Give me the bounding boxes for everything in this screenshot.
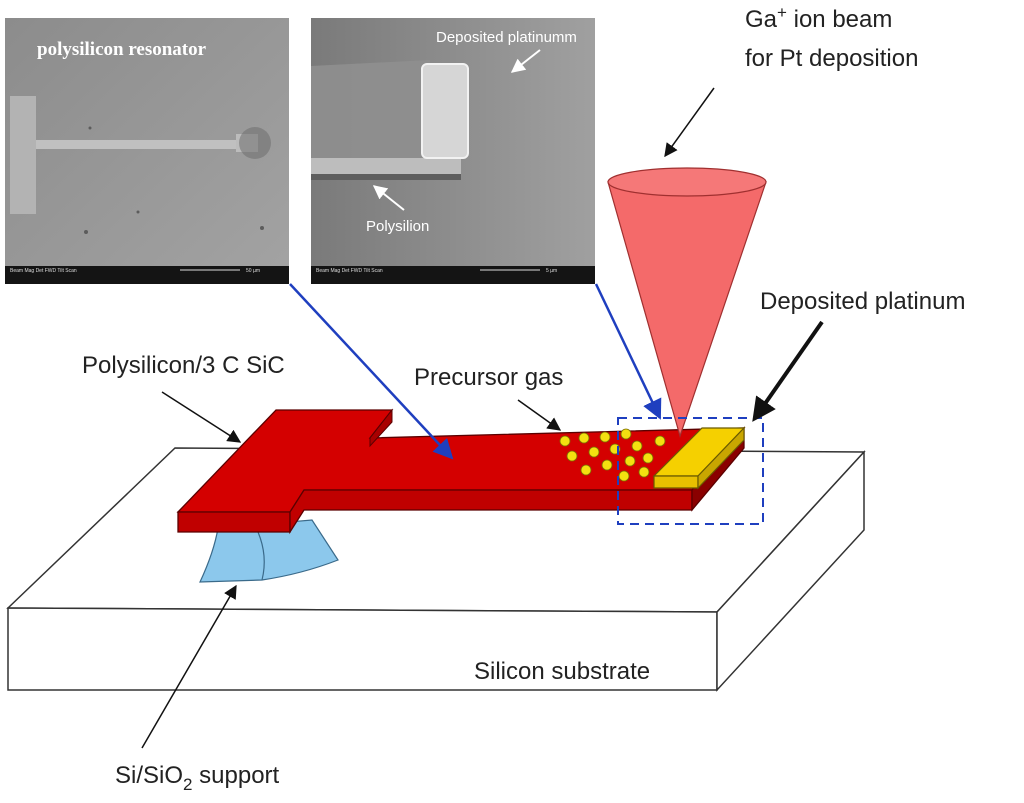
sem-right-deposited-label: Deposited platinumm xyxy=(436,29,577,46)
svg-text:Beam Mag Det FWD Tilt: Beam Mag Det FWD Tilt Scan xyxy=(316,268,383,274)
sem-left-scale: 50 µm xyxy=(246,268,260,274)
sem-right-polysilicon-arrow xyxy=(372,185,405,211)
deposition-region-box xyxy=(617,417,764,525)
polysilicon-sic-label: Polysilicon/3 C SiC xyxy=(82,352,285,379)
ion-beam-label-line2: for Pt deposition xyxy=(745,45,918,72)
platinum-arrow xyxy=(752,320,824,422)
support-label: Si/SiO2 support xyxy=(115,762,280,794)
precursor-arrow xyxy=(517,399,562,431)
sem-image-left: Beam Mag Det FWD Tilt Scan 50 µm xyxy=(5,18,289,284)
ion-beam-arrow xyxy=(664,87,715,158)
platinum-pad xyxy=(652,426,746,490)
blue-arrow-left xyxy=(289,283,454,460)
precursor-gas-dots xyxy=(559,428,666,482)
blue-arrow-right xyxy=(594,283,662,420)
sem-left-title: polysilicon resonator xyxy=(37,39,207,60)
sem-right-polysilicon-label: Polysilion xyxy=(366,218,429,235)
sem-image-right: Beam Mag Det FWD Tilt Scan 5 µm xyxy=(311,18,595,284)
support-arrow xyxy=(141,584,237,749)
support-block xyxy=(199,519,339,583)
sem-right-deposited-arrow xyxy=(510,49,541,73)
silicon-substrate-label: Silicon substrate xyxy=(474,658,650,685)
sem-right-scale: 5 µm xyxy=(546,268,557,274)
svg-text:Beam Mag Det FWD Tilt: Beam Mag Det FWD Tilt Scan xyxy=(10,268,77,274)
deposited-platinum-label: Deposited platinum xyxy=(760,288,965,315)
ion-beam-cone xyxy=(607,167,767,439)
precursor-gas-label: Precursor gas xyxy=(414,364,563,391)
polysilicon-arrow xyxy=(161,391,242,443)
ion-beam-label-line1: Ga+ ion beam xyxy=(745,3,892,33)
